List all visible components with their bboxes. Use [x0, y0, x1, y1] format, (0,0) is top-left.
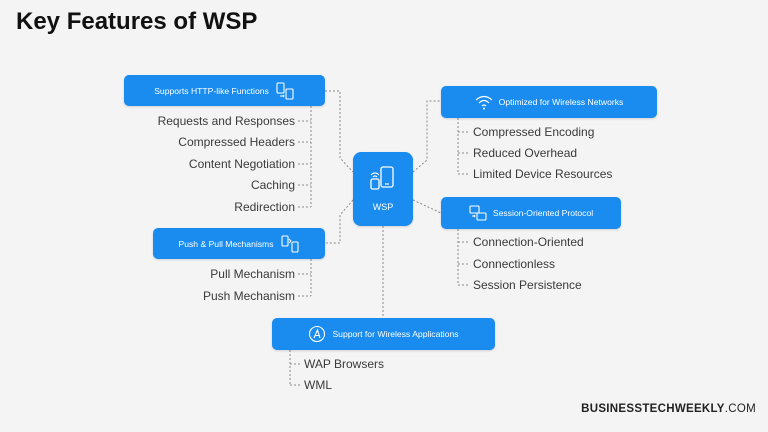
node-supports-http-like-functions[interactable]: Supports HTTP-like Functions [124, 75, 325, 106]
list-item-limited-device-resources: Limited Device Resources [473, 167, 613, 181]
list-item-content-negotiation: Content Negotiation [188, 157, 295, 171]
list-item-requests-and-responses: Requests and Responses [157, 114, 295, 128]
brand-suffix: .COM [724, 403, 756, 415]
list-item-session-persistence: Session Persistence [473, 278, 582, 292]
list-item-caching: Caching [250, 178, 295, 192]
list-item-connectionless: Connectionless [473, 257, 556, 271]
node-push-pull-mechanisms[interactable]: Push & Pull Mechanisms [153, 228, 325, 259]
center-node-wsp[interactable]: WSP [353, 152, 413, 226]
list-item-compressed-encoding: Compressed Encoding [473, 125, 595, 139]
devices-transfer-icon [275, 81, 295, 101]
node-label: Support for Wireless Applications [332, 329, 459, 339]
node-label: Push & Pull Mechanisms [178, 238, 274, 249]
list-item-push-mechanism: Push Mechanism [202, 289, 295, 303]
node-label: Optimized for Wireless Networks [498, 97, 624, 107]
node-label: Supports HTTP-like Functions [154, 85, 269, 96]
mobile-device-icon [368, 166, 398, 194]
session-transfer-icon [469, 204, 487, 222]
node-label: Session-Oriented Protocol [492, 208, 594, 218]
center-node-label: WSP [372, 202, 394, 212]
node-session-oriented-protocol[interactable]: Session-Oriented Protocol [441, 197, 621, 229]
list-item-wap-browsers: WAP Browsers [304, 357, 385, 371]
node-support-for-wireless-applications[interactable]: Support for Wireless Applications [272, 318, 495, 350]
list-item-redirection: Redirection [234, 200, 295, 214]
node-optimized-for-wireless-networks[interactable]: Optimized for Wireless Networks [441, 86, 657, 118]
list-item-pull-mechanism: Pull Mechanism [210, 267, 295, 281]
brand-watermark: BUSINESSTECHWEEKLY.COM [581, 403, 756, 415]
list-item-compressed-headers: Compressed Headers [178, 135, 295, 149]
list-item-connection-oriented: Connection-Oriented [473, 235, 584, 249]
brand-name: BUSINESSTECHWEEKLY [581, 403, 725, 415]
page-title: Key Features of WSP [16, 8, 258, 35]
list-item-reduced-overhead: Reduced Overhead [473, 146, 578, 160]
list-item-wml: WML [304, 378, 332, 392]
devices-sync-icon [280, 234, 300, 254]
wifi-icon [475, 94, 493, 110]
app-store-icon [308, 325, 326, 343]
